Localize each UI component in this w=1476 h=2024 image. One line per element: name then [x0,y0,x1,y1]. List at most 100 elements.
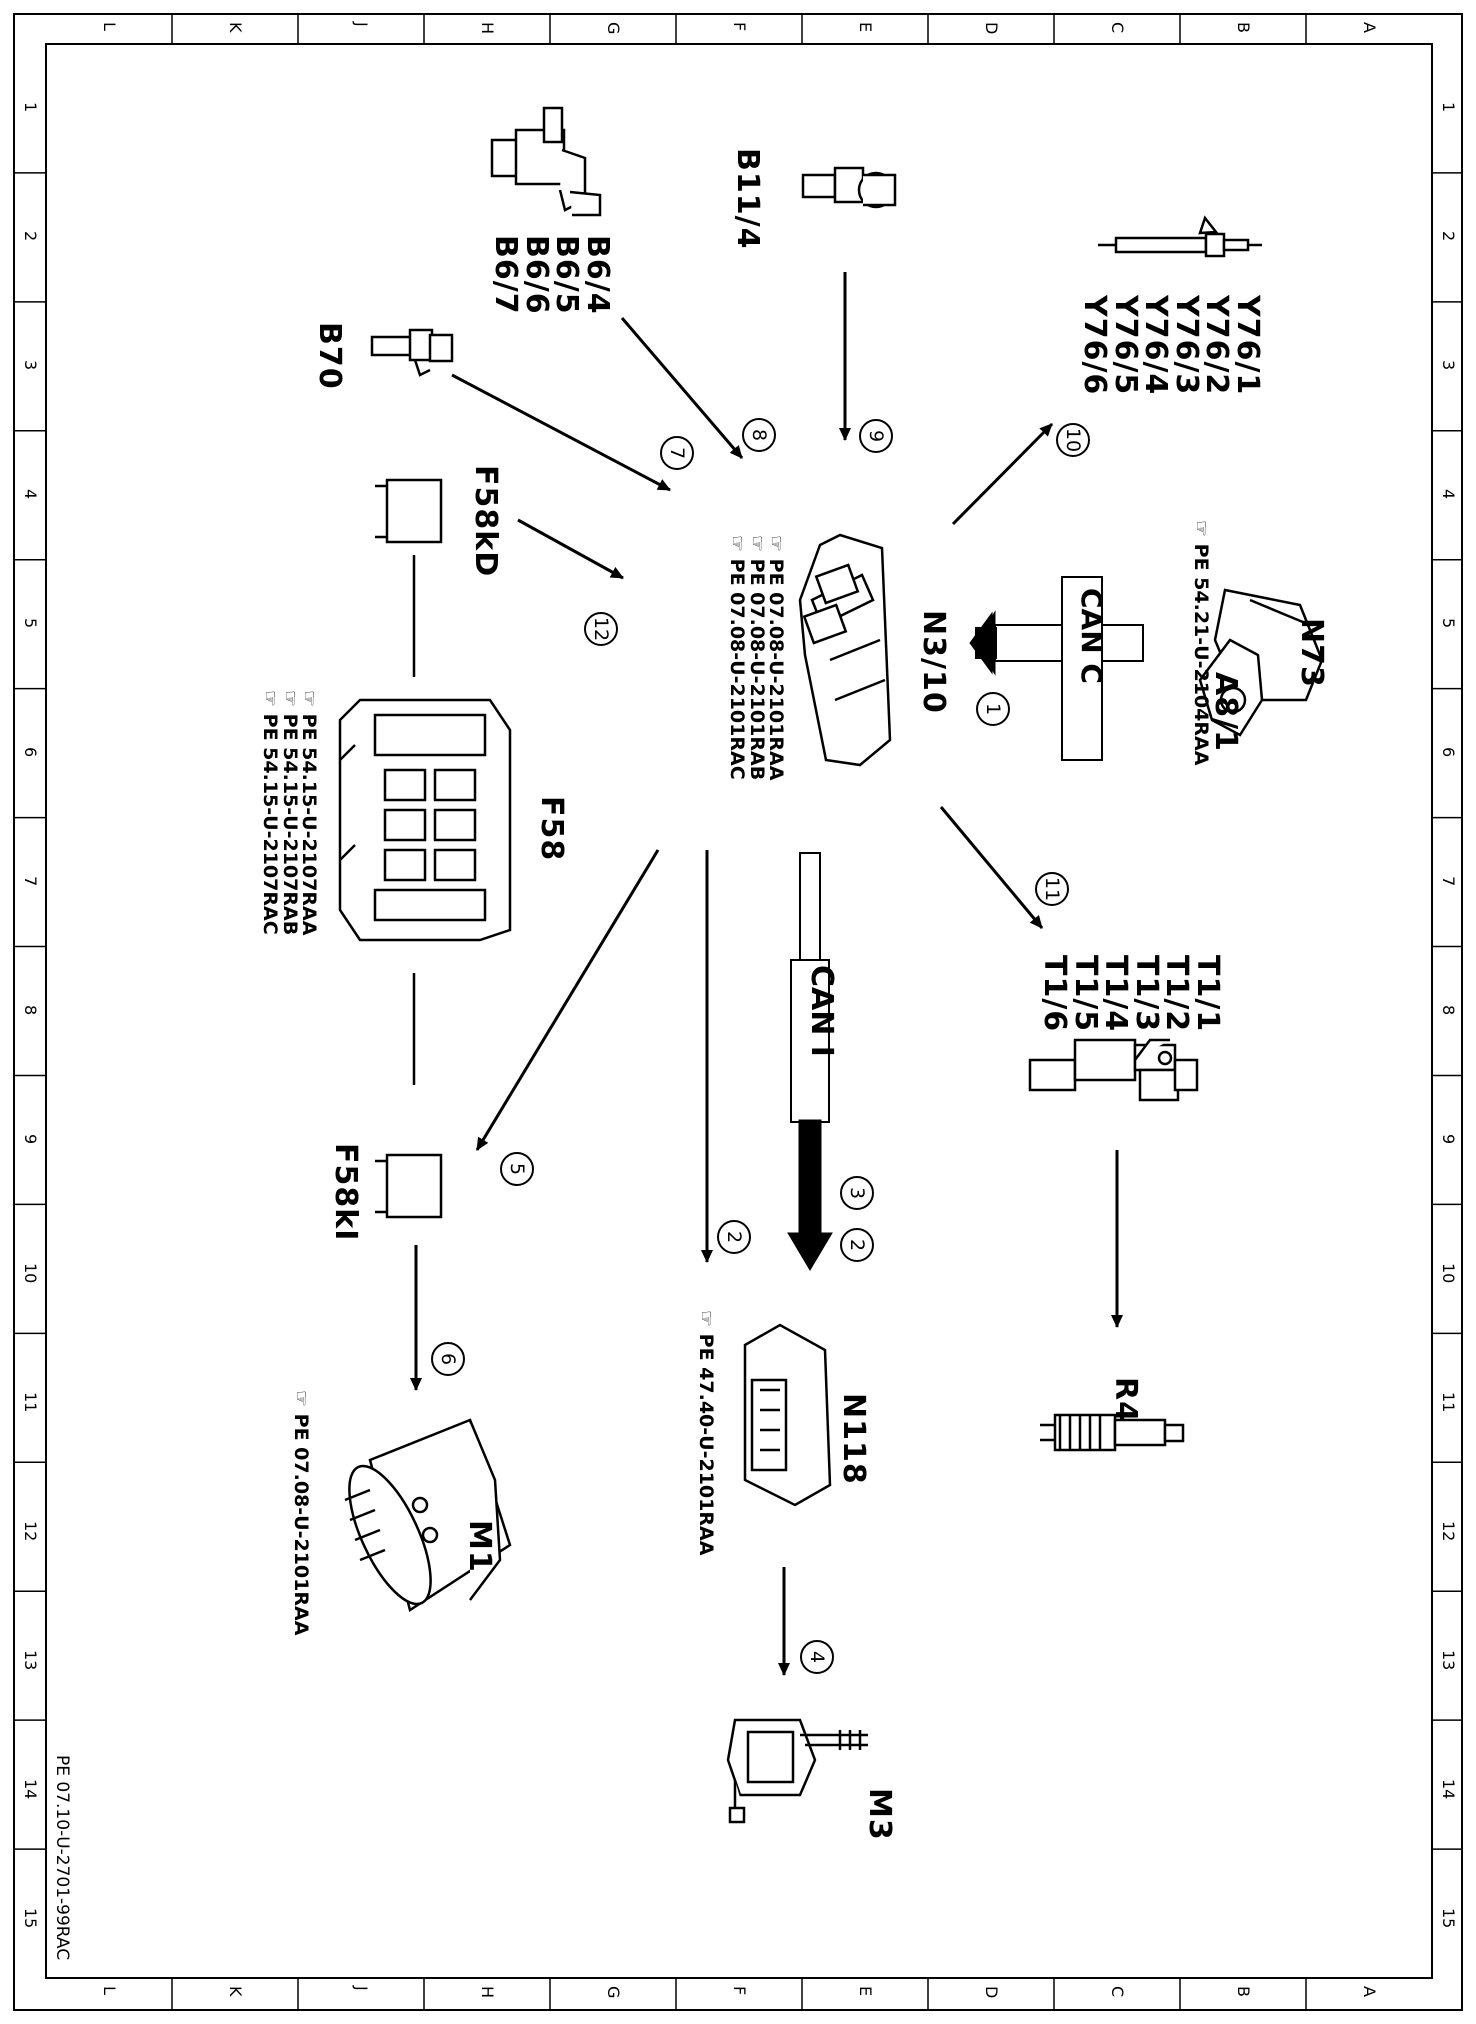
grid-row-left-15: 15 [21,1907,40,1928]
can-i-bus [787,852,833,1271]
ref-f58-raa-text: PE 54.15-U-2107RAA [298,713,320,936]
label-r4: R4 [1108,1377,1143,1423]
ref-n73: ☞ PE 54.21-U-2104RAA [1190,520,1212,766]
grid-row-left-1: 1 [21,102,40,113]
t1-coil-illustration [1028,1038,1199,1102]
label-b6-7: B6/7 [488,235,524,315]
grid-col-top-G: G [604,22,623,35]
ref-n3-10-raa: ☞ PE 07.08-U-2101RAA [765,535,787,781]
grid-row-right-8: 8 [1439,1005,1458,1016]
label-y76-5: Y76/5 [1107,295,1143,396]
label-b6-4: B6/4 [580,235,615,315]
can-c-bus [969,576,1144,761]
drawing-frame [13,13,1463,2011]
label-t1-5: T1/5 [1067,955,1103,1033]
label-b6-group: B6/4 B6/5 B6/6 B6/7 [488,235,615,315]
ref-n3-10-rab-text: PE 07.08-U-2101RAB [745,558,768,781]
m1-starter-illustration [344,1418,512,1612]
grid-col-top-K: K [226,22,245,33]
circle-12: 12 [584,612,618,646]
arrow-12 [517,518,624,580]
grid-col-top-H: H [478,22,497,35]
arrow-11 [939,806,1044,929]
can-c-label: CAN C [1075,588,1108,684]
document-id: PE 07.10-U-2701-99RAC [52,1755,72,1961]
grid-row-right-6: 6 [1439,747,1458,758]
grid-row-right-3: 3 [1439,360,1458,371]
b6-illustration [490,106,602,217]
grid-row-left-2: 2 [21,231,40,242]
grid-col-bottom-G: G [604,1986,623,1999]
circle-1: 1 [976,692,1010,726]
grid-col-bottom-D: D [982,1986,1001,1999]
grid-row-left-4: 4 [21,489,40,500]
grid-row-right-14: 14 [1439,1778,1458,1799]
grid-row-left-6: 6 [21,747,40,758]
grid-col-top-A: A [1360,22,1379,33]
label-y76-6: Y76/6 [1077,295,1113,396]
grid-row-left-11: 11 [21,1391,40,1413]
ref-m1-text: PE 07.08-U-2101RAA [290,1413,312,1636]
label-y76-4: Y76/4 [1138,295,1174,396]
ref-n118-text: PE 47.40-U-2101RAA [695,1333,717,1556]
arrow-10 [951,422,1054,526]
grid-col-top-E: E [856,22,875,33]
label-m3: M3 [862,1788,897,1841]
grid-col-bottom-A: A [1360,1986,1379,1997]
grid-row-left-8: 8 [21,1005,40,1016]
grid-row-right-11: 11 [1439,1391,1458,1413]
m3-illustration [726,1718,868,1824]
arrow-8 [620,317,744,459]
arrow-5 [475,849,660,1151]
label-b11-4: B11/4 [730,148,765,250]
label-n3-10: N3/10 [916,610,951,714]
ref-n118: ☞ PE 47.40-U-2101RAA [695,1310,717,1556]
n73-illustration [1198,588,1324,737]
circle-3: 3 [840,1176,874,1210]
ref-f58-raa: ☞ PE 54.15-U-2107RAA [298,690,320,936]
label-y76-2: Y76/2 [1199,295,1235,396]
grid-row-left-9: 9 [21,1133,40,1145]
label-n73: N73 [1294,618,1329,688]
grid-row-right-9: 9 [1439,1133,1458,1145]
label-t1-2: T1/2 [1159,955,1195,1033]
grid-row-left-10: 10 [21,1262,40,1284]
n3-10-ecu-illustration [798,533,892,767]
grid-row-right-7: 7 [1439,876,1458,887]
label-f58ki: F58kI [328,1143,363,1242]
circle-7: 7 [660,436,694,470]
ref-f58: ☞ PE 54.15-U-2107RAA ☞ PE 54.15-U-2107RA… [259,690,320,936]
grid-col-top-J: J [352,22,371,27]
ref-n3-10-raa-text: PE 07.08-U-2101RAA [765,558,787,781]
circle-9: 9 [859,419,893,453]
label-m1: M1 [462,1520,497,1573]
ref-n3-10-rac-text: PE 07.08-U-2101RAC [726,558,749,780]
label-y76-group: Y76/1 Y76/2 Y76/3 Y76/4 Y76/5 Y76/6 [1077,295,1265,396]
label-t1-1: T1/1 [1190,955,1225,1033]
label-b6-6: B6/6 [518,235,554,315]
circle-8: 8 [742,418,776,452]
grid-row-right-5: 5 [1439,618,1458,629]
grid-row-right-10: 10 [1439,1262,1458,1284]
label-b6-5: B6/5 [549,235,585,315]
circle-5: 5 [500,1152,534,1186]
label-t1-3: T1/3 [1128,955,1164,1033]
y76-injector-illustration [1098,215,1262,258]
b11-4-illustration [801,166,897,209]
grid-row-left-14: 14 [21,1778,40,1799]
grid-col-top-B: B [1234,22,1253,33]
circle-2b: 2 [840,1228,874,1262]
ref-n3-10: ☞ PE 07.08-U-2101RAA ☞ PE 07.08-U-2101RA… [726,535,787,781]
ref-f58-rab-text: PE 54.15-U-2107RAB [278,713,301,936]
label-y76-1: Y76/1 [1230,295,1265,396]
label-t1-4: T1/4 [1098,955,1134,1033]
circle-10: 10 [1056,423,1090,457]
ref-f58-rac: ☞ PE 54.15-U-2107RAC [259,690,282,935]
label-f58: F58 [534,796,569,862]
circle-11: 11 [1035,872,1069,906]
grid-col-bottom-C: C [1108,1986,1127,1998]
ref-m1: ☞ PE 07.08-U-2101RAA [290,1390,312,1636]
grid-col-top-F: F [730,22,749,32]
grid-col-top-D: D [982,22,1001,35]
b70-illustration [370,328,454,377]
